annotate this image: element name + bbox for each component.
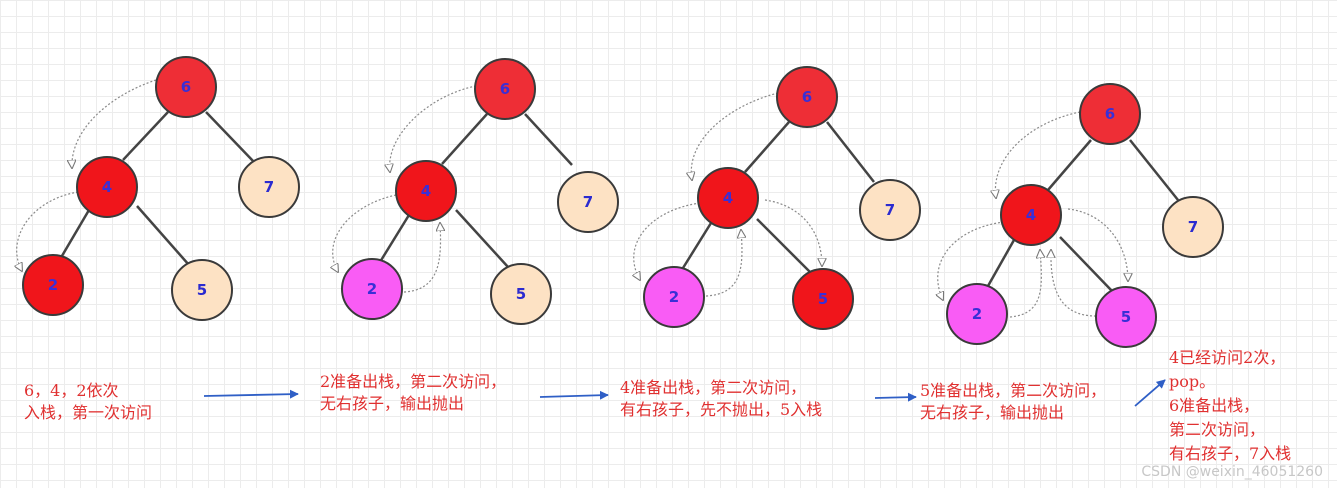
arrow-2-back-to-4 (403, 223, 441, 293)
node-2: 2 (643, 266, 705, 328)
edge-4-5 (756, 218, 811, 273)
step-2-tree: 6 4 2 7 5 (333, 58, 619, 325)
arrow-2-back-to-4 (1009, 250, 1041, 318)
edge-6-4 (744, 121, 790, 173)
step-3-tree: 6 4 2 7 5 (634, 66, 921, 330)
node-6-label: 6 (802, 88, 812, 106)
edge-6-7 (524, 113, 573, 166)
node-5: 5 (792, 268, 854, 330)
node-6: 6 (1079, 83, 1141, 145)
edge-4-2 (681, 222, 713, 269)
node-6: 6 (474, 58, 536, 120)
arrow-4-to-2 (17, 191, 79, 271)
node-2: 2 (22, 254, 84, 316)
step-arrow-1 (203, 389, 299, 399)
edge-6-4 (122, 111, 169, 161)
watermark: CSDN @weixin_46051260 (1141, 464, 1323, 480)
edge-4-5 (455, 209, 509, 268)
node-7: 7 (557, 171, 619, 233)
arrow-4-to-2 (333, 194, 397, 272)
node-7: 7 (1162, 196, 1224, 258)
arrow-4-to-2 (938, 221, 1005, 300)
node-7-label: 7 (885, 201, 895, 219)
edge-6-4 (1047, 139, 1092, 191)
arrow-5-back-to-4 (1051, 250, 1097, 317)
edge-6-7 (826, 121, 875, 183)
node-4-label: 4 (102, 178, 112, 196)
step-4-tree: 6 4 2 7 5 (938, 83, 1224, 348)
node-6: 6 (776, 66, 838, 128)
node-5: 5 (1095, 286, 1157, 348)
edge-6-4 (441, 113, 488, 165)
node-2-label: 2 (972, 305, 982, 323)
node-6-label: 6 (500, 80, 510, 98)
edge-4-2 (378, 214, 411, 263)
caption-step-2: 2准备出栈，第二次访问， 无右孩子，输出抛出 (320, 372, 507, 413)
caption-step-4: 5准备出栈，第二次访问， 无右孩子，输出抛出 (920, 381, 1107, 422)
node-6: 6 (155, 56, 217, 118)
node-6-label: 6 (1105, 105, 1115, 123)
step-arrow-2 (539, 390, 609, 400)
edge-4-5 (1059, 236, 1113, 292)
caption-step-5: 4已经访问2次， pop。 6准备出栈， 第二次访问， 有右孩子，7入栈 (1169, 348, 1292, 463)
tree-edges (57, 111, 255, 266)
node-7: 7 (859, 179, 921, 241)
node-7-label: 7 (583, 193, 593, 211)
step-1-tree: 6 4 2 7 5 (17, 56, 300, 321)
edge-4-2 (986, 239, 1016, 287)
node-5-label: 5 (516, 285, 526, 303)
node-5-label: 5 (1121, 308, 1131, 326)
node-7: 7 (238, 156, 300, 218)
arrow-6-to-4 (691, 92, 779, 180)
tree-edges (681, 121, 875, 273)
node-4: 4 (1000, 184, 1062, 246)
step-arrows (203, 379, 1166, 407)
node-2-label: 2 (48, 276, 58, 294)
traversal-arrows (333, 85, 477, 293)
edge-6-7 (1129, 139, 1179, 201)
arrow-4-to-2 (634, 202, 701, 280)
caption-step-3: 4准备出栈，第二次访问， 有右孩子，先不抛出，5入栈 (620, 378, 823, 419)
node-2: 2 (341, 258, 403, 320)
traversal-arrows (938, 111, 1128, 318)
node-4-label: 4 (1026, 206, 1036, 224)
edge-6-7 (205, 111, 255, 163)
node-4-label: 4 (421, 182, 431, 200)
arrow-6-to-4 (995, 111, 1081, 198)
traversal-arrows (17, 79, 157, 271)
node-5: 5 (490, 263, 552, 325)
step-arrow-4 (1134, 379, 1166, 407)
node-7-label: 7 (1188, 218, 1198, 236)
node-5-label: 5 (197, 281, 207, 299)
arrow-6-to-4 (390, 85, 477, 172)
caption-step-1: 6，4，2依次 入栈，第一次访问 (24, 381, 153, 422)
node-4: 4 (76, 156, 138, 218)
tree-edges (378, 113, 573, 268)
arrow-4-to-5 (764, 199, 822, 266)
node-4: 4 (697, 167, 759, 229)
edge-4-2 (57, 209, 91, 262)
node-2: 2 (946, 283, 1008, 345)
arrow-6-to-4 (72, 79, 157, 168)
node-5-label: 5 (818, 290, 828, 308)
tree-edges (986, 139, 1179, 292)
node-7-label: 7 (264, 178, 274, 196)
node-5: 5 (171, 259, 233, 321)
edge-4-5 (136, 205, 190, 266)
node-2-label: 2 (367, 280, 377, 298)
node-2-label: 2 (669, 288, 679, 306)
node-4-label: 4 (723, 189, 733, 207)
node-6-label: 6 (181, 78, 191, 96)
step-arrow-3 (874, 392, 917, 402)
arrow-2-back-to-4 (705, 230, 742, 297)
node-4: 4 (395, 160, 457, 222)
arrow-4-to-5 (1067, 208, 1128, 281)
traversal-arrows (634, 92, 822, 297)
